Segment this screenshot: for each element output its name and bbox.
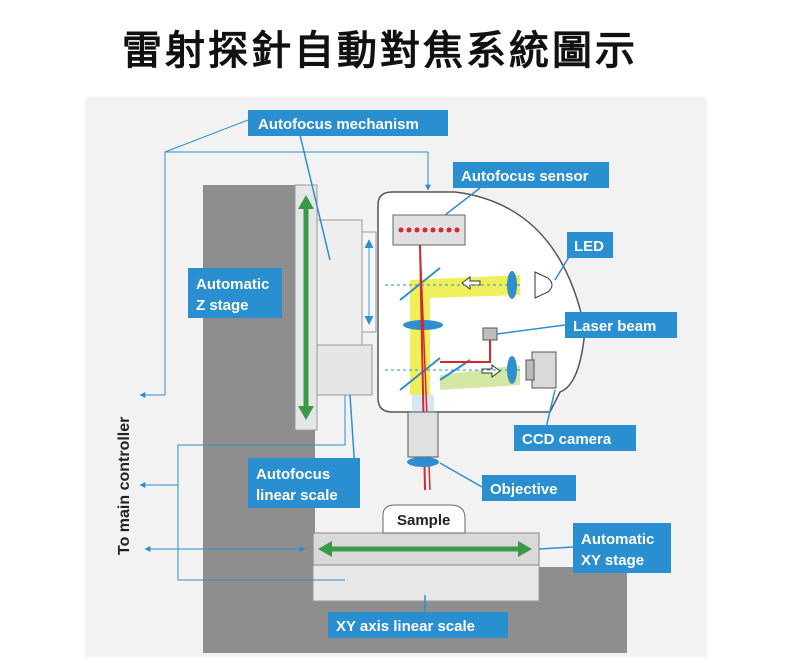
leader-autofocus-mechanism (299, 134, 331, 261)
svg-text:Autofocus mechanism: Autofocus mechanism (258, 116, 419, 133)
svg-text:Autofocus: Autofocus (256, 466, 330, 483)
autofocus-sensor-device (392, 214, 466, 246)
leader-objective (439, 462, 483, 488)
page-title: 雷射探針自動對焦系統圖示 (122, 28, 638, 74)
connector-linear-scale (177, 395, 346, 581)
svg-text:Z stage: Z stage (196, 297, 249, 314)
svg-text:Automatic: Automatic (196, 276, 269, 293)
label-laser-beam: Laser beam (565, 312, 677, 338)
led-direction-arrow (461, 276, 481, 290)
svg-text:Laser beam: Laser beam (573, 318, 656, 335)
objective-barrel (407, 411, 439, 458)
label-objective: Objective (482, 475, 576, 501)
objective-lens (407, 457, 439, 467)
sensor-dots (398, 227, 460, 233)
led-icon (534, 271, 553, 299)
label-automatic-z-stage: Automatic Z stage (188, 268, 282, 318)
xy-linear-scale-block (312, 562, 540, 602)
label-xy-axis-linear-scale: XY axis linear scale (328, 612, 508, 638)
svg-text:CCD camera: CCD camera (522, 431, 612, 448)
z-stage-carriage (316, 344, 373, 396)
leader-autofocus-linear-scale (349, 394, 356, 471)
ccd-direction-arrow (481, 364, 501, 378)
xy-arrow-right-head (518, 541, 532, 557)
svg-text:Objective: Objective (490, 481, 558, 498)
leader-laser-beam (496, 324, 566, 335)
label-ccd-camera: CCD camera (514, 425, 636, 451)
label-autofocus-mechanism: Autofocus mechanism (248, 110, 448, 136)
laser-beam-path (440, 340, 491, 363)
svg-text:XY axis linear scale: XY axis linear scale (336, 618, 475, 635)
svg-text:XY stage: XY stage (581, 552, 644, 569)
label-automatic-xy-stage: Automatic XY stage (573, 523, 671, 573)
svg-text:Automatic: Automatic (581, 531, 654, 548)
leader-autofocus-sensor (444, 187, 481, 216)
label-led: LED (567, 232, 613, 258)
ccd-camera-mount (525, 359, 535, 381)
beam-splitter-ccd (439, 359, 471, 381)
z-arrow-bottom-head (298, 406, 314, 420)
sample-piece (382, 504, 466, 534)
leader-automatic-xy-stage (538, 546, 574, 550)
to-main-controller-label: To main controller (116, 417, 133, 555)
xy-arrow-left-head (318, 541, 332, 557)
beam-splitter-bottom (399, 357, 441, 391)
svg-text:LED: LED (574, 238, 604, 255)
svg-text:Autofocus sensor: Autofocus sensor (461, 168, 589, 185)
sample-label: Sample (397, 512, 450, 529)
autofocus-mechanism-block (316, 219, 363, 346)
ccd-camera-device (531, 351, 557, 389)
label-autofocus-sensor: Autofocus sensor (453, 162, 609, 188)
laser-source (482, 327, 498, 341)
label-autofocus-linear-scale: Autofocus linear scale (248, 458, 360, 508)
z-arrow-top-head (298, 195, 314, 209)
svg-text:linear scale: linear scale (256, 487, 338, 504)
